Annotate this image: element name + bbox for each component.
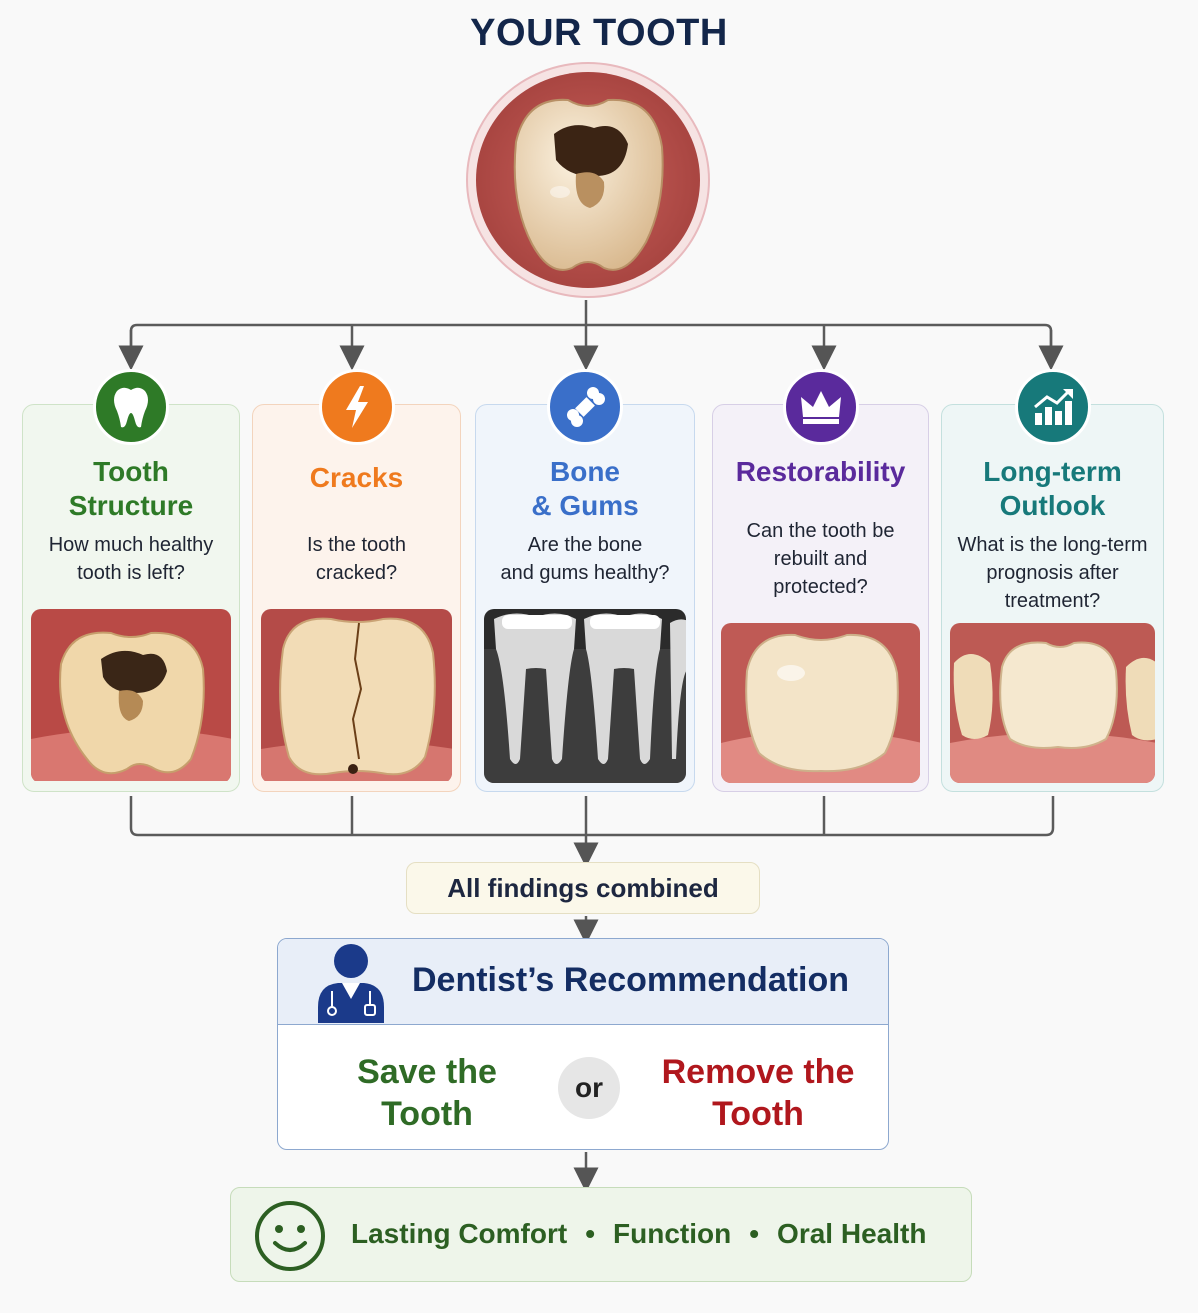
findings-combined-box: All findings combined bbox=[406, 862, 760, 914]
recommendation-title: Dentist’s Recommendation bbox=[412, 961, 850, 999]
bone-icon bbox=[547, 369, 623, 445]
recommendation-header: Dentist’s Recommendation bbox=[278, 939, 888, 1025]
separator: • bbox=[585, 1218, 596, 1249]
benefit-oral-health: Oral Health bbox=[777, 1218, 927, 1249]
page-title: YOUR TOOTH bbox=[470, 12, 728, 54]
benefit-comfort: Lasting Comfort bbox=[351, 1218, 568, 1249]
card-title: Cracks bbox=[309, 462, 404, 493]
hero-tooth-photo bbox=[466, 62, 710, 298]
crown-icon bbox=[782, 369, 859, 445]
dentist-icon bbox=[318, 944, 384, 1023]
cracked-tooth-photo bbox=[261, 609, 452, 783]
outcome-benefits: Lasting Comfort • Function • Oral Health bbox=[351, 1218, 926, 1250]
decayed-molar-photo bbox=[31, 609, 231, 783]
card-title: Restorability bbox=[735, 456, 906, 487]
separator: • bbox=[749, 1218, 760, 1249]
outcome-box: Lasting Comfort • Function • Oral Health bbox=[230, 1187, 972, 1282]
growth-chart-icon bbox=[1014, 369, 1091, 445]
lightning-icon bbox=[318, 369, 395, 445]
card-title: Bone& Gums bbox=[531, 456, 639, 521]
restored-teeth-photo bbox=[950, 623, 1155, 783]
dental-xray bbox=[484, 609, 686, 783]
or-badge: or bbox=[558, 1057, 620, 1119]
tooth-icon bbox=[93, 369, 169, 445]
crowned-tooth-photo bbox=[721, 623, 920, 783]
benefit-function: Function bbox=[613, 1218, 732, 1249]
smiley-icon bbox=[255, 1201, 325, 1271]
